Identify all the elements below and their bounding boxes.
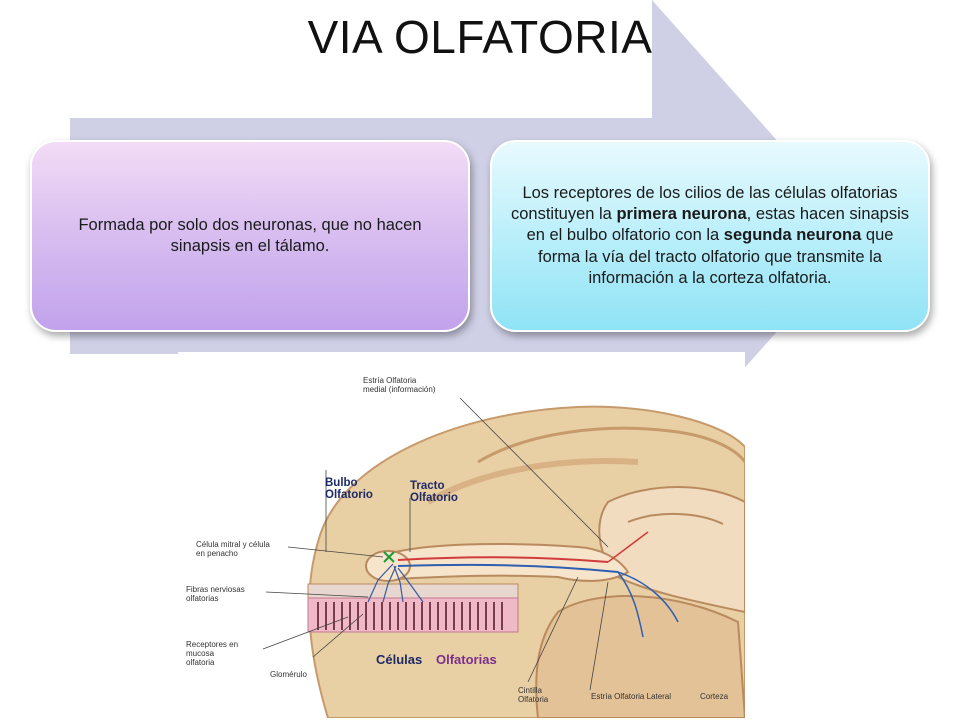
mucosa-stripes bbox=[317, 602, 503, 630]
olfactory-tract-label: Tracto Olfatorio bbox=[410, 480, 458, 504]
mucosa-receptors-label-line-2: mucosa bbox=[186, 649, 215, 659]
olfactory-cells-label: Olfatorias bbox=[436, 652, 497, 667]
right-box-text: Los receptores de los cilios de las célu… bbox=[510, 183, 910, 289]
nerve-fibers-label-line-1: Fibras nerviosas bbox=[186, 585, 245, 594]
olfactory-tract-label-line-1: Tracto bbox=[410, 480, 445, 492]
left-box-text: Formada por solo dos neuronas, que no ha… bbox=[78, 215, 422, 255]
right-box-text-part-1: Los receptores de los cilios de las célu… bbox=[510, 184, 898, 224]
left-text-box: Formada por solo dos neuronas, que no ha… bbox=[30, 140, 470, 332]
olfactory-tract-bottom-label: Cintilla Olfatoria bbox=[518, 686, 548, 704]
lateral-stria-label: Estría Olfatoria Lateral bbox=[591, 692, 672, 701]
mucosa-receptors-label-line-1: Receptores en bbox=[186, 640, 239, 649]
cells-label: Células bbox=[376, 652, 423, 667]
cortex-label: Corteza bbox=[700, 692, 729, 701]
first-neuron-term: primera neurona bbox=[616, 205, 747, 224]
medial-stria-label-line-1: Estría Olfatoria bbox=[363, 376, 417, 385]
mucosa-receptors-label: Receptores en mucosa olfatoria bbox=[186, 640, 238, 668]
right-box-text-part-3: que forma la vía del tracto olfatorio qu… bbox=[538, 226, 894, 287]
leader-lines bbox=[262, 397, 609, 691]
olfactory-tract-bottom-label-line-2: Olfatoria bbox=[518, 695, 549, 705]
olfactory-bulb-label-line-2: Olfatorio bbox=[325, 489, 373, 502]
olfactory-bulb-label: Bulbo Olfatorio bbox=[325, 477, 373, 501]
olfactory-pathway-illustration: Estría Olfatoria medial (información) Bu… bbox=[178, 352, 745, 718]
mitral-cell-label-line-2: en penacho bbox=[196, 549, 238, 559]
olfactory-bulb-label-line-1: Bulbo bbox=[325, 477, 358, 489]
medial-stria-label: Estría Olfatoria medial (información) bbox=[363, 376, 435, 394]
slide-title: VIA OLFATORIA bbox=[307, 11, 653, 63]
medial-stria-label-line-2: medial (información) bbox=[363, 385, 436, 395]
olfactory-tract-bottom-label-line-1: Cintilla bbox=[518, 686, 543, 695]
right-box-text-part-2: , estas hacen sinapsis en el bulbo olfat… bbox=[526, 205, 910, 245]
olfactory-nerve-fibers bbox=[367, 563, 424, 603]
nerve-fibers-label-line-2: olfatorias bbox=[186, 594, 219, 604]
second-neuron-term: segunda neurona bbox=[723, 226, 862, 245]
right-text-box: Los receptores de los cilios de las célu… bbox=[490, 140, 930, 332]
brain-drawing bbox=[262, 397, 745, 718]
mitral-cell-label: Célula mitral y célula en penacho bbox=[196, 540, 270, 558]
olfactory-tract-label-line-2: Olfatorio bbox=[410, 492, 458, 505]
glomerulus-label: Glomérulo bbox=[270, 670, 307, 679]
nerve-fibers-label: Fibras nerviosas olfatorias bbox=[186, 585, 245, 603]
mitral-cell-label-line-1: Célula mitral y célula bbox=[196, 540, 270, 549]
mucosa-receptors-label-line-3: olfatoria bbox=[186, 658, 215, 668]
